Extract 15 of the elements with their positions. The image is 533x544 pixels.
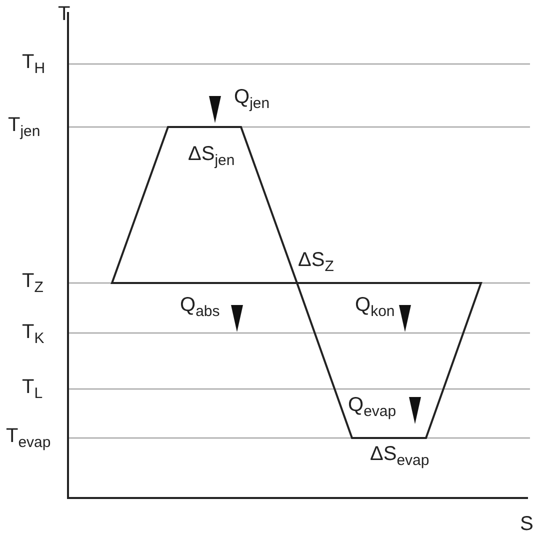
- temperature-level-label: T$_{evap}$: [6, 426, 51, 450]
- temperature-level-label: T$_{jen}$: [8, 115, 40, 139]
- entropy-label: ΔS$_{evap}$: [370, 444, 430, 468]
- heat-label: Q$_{evap}$: [348, 395, 396, 419]
- temperature-level-label: T$_{Z}$: [22, 271, 44, 295]
- temperature-level-label: T$_{H}$: [22, 52, 46, 76]
- heat-label: Q$_{abs}$: [180, 295, 220, 319]
- axis-label: T: [58, 4, 70, 24]
- temperature-level-label: T$_{L}$: [22, 377, 43, 401]
- axis-label: S: [520, 514, 533, 534]
- entropy-label: ΔS$_{Z}$: [298, 250, 334, 274]
- entropy-label: ΔS$_{jen}$: [188, 144, 235, 168]
- heat-label: Q$_{kon}$: [355, 295, 395, 319]
- heat-label: Q$_{jen}$: [234, 87, 270, 111]
- temperature-level-label: T$_{K}$: [22, 322, 44, 346]
